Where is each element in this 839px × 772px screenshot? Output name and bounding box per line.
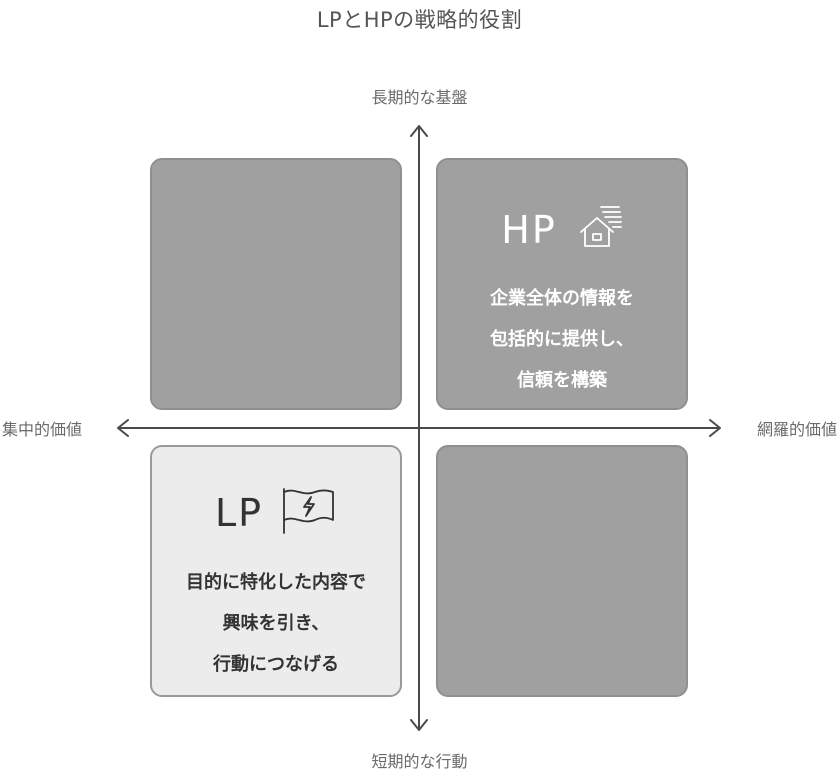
flag-lightning-icon [281,487,337,539]
arrow-left-icon [117,419,129,437]
quadrant-bottom-left-name: LP [214,491,264,535]
quadrant-top-right-description: 企業全体の情報を 包括的に提供し、 信頼を構築 [438,278,686,401]
diagram-title: LPとHPの戦略的役割 [316,8,523,32]
quadrant-top-right-header: HP [438,204,686,256]
description-line: 包括的に提供し、 [490,329,634,350]
quadrant-bottom-right [436,445,688,697]
quadrant-top-left [150,158,402,410]
arrow-down-icon [410,719,428,731]
quadrant-bottom-left-header: LP [152,487,400,539]
quadrant-bottom-left: LP 目的に特化した内容で 興味を引き、 行動につなげる [150,445,402,697]
house-speed-icon [575,204,623,256]
axis-label-right: 網羅的価値 [756,420,837,439]
description-line: 目的に特化した内容で [186,572,366,593]
description-line: 行動につなげる [213,654,339,675]
quadrant-bottom-left-description: 目的に特化した内容で 興味を引き、 行動につなげる [152,562,400,685]
axis-label-top: 長期的な基盤 [371,88,468,107]
axis-label-bottom: 短期的な行動 [371,752,468,771]
description-line: 信頼を構築 [517,370,607,391]
axis-label-left: 集中的価値 [2,420,83,439]
description-line: 興味を引き、 [222,613,330,634]
quadrant-top-right-name: HP [501,208,557,252]
arrow-right-icon [709,419,721,437]
quadrant-top-right: HP 企業全体の情報を 包括的に提供し、 信頼を構築 [436,158,688,410]
description-line: 企業全体の情報を [490,288,634,309]
arrow-up-icon [410,125,428,137]
